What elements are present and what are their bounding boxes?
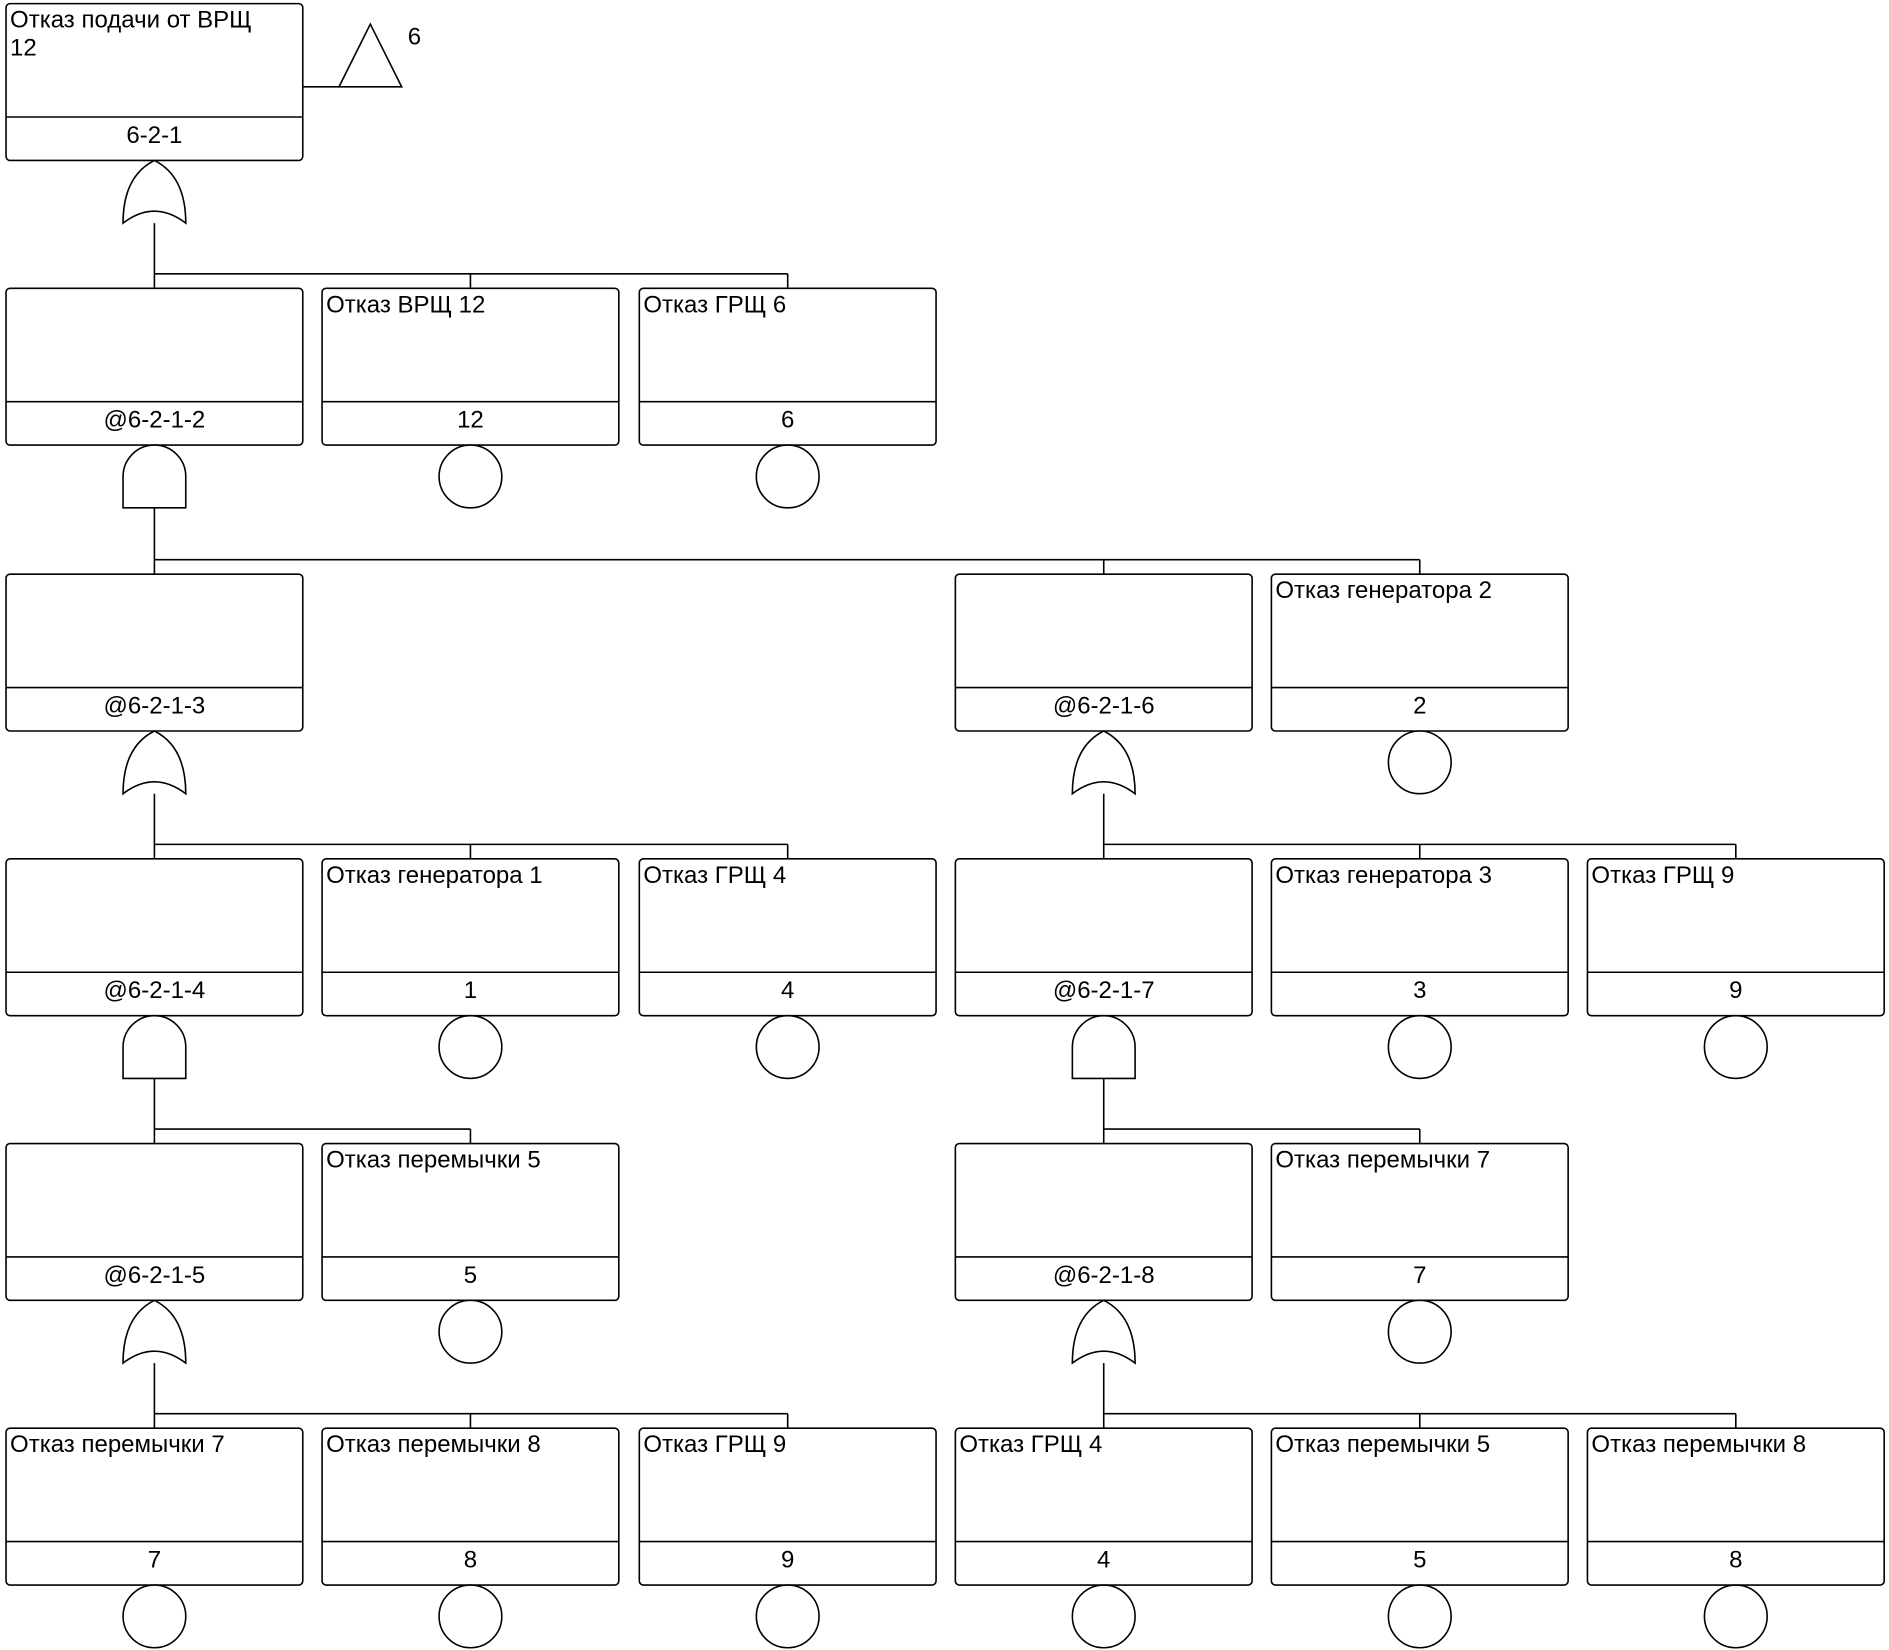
event-label: Отказ генератора 1 bbox=[326, 862, 543, 889]
event-code: 8 bbox=[1729, 1547, 1742, 1574]
connector-g7 bbox=[1102, 1078, 1421, 1144]
event-label: Отказ генератора 2 bbox=[1275, 577, 1492, 604]
basic-event-icon bbox=[755, 444, 820, 509]
event-e3[interactable]: Отказ генератора 3 3 bbox=[1270, 858, 1569, 1080]
basic-event-icon bbox=[1071, 1584, 1136, 1649]
event-e7a[interactable]: Отказ перемычки 7 7 bbox=[1270, 1142, 1569, 1364]
basic-event-icon bbox=[438, 444, 503, 509]
event-code: 4 bbox=[1097, 1547, 1110, 1574]
event-label: Отказ генератора 3 bbox=[1275, 862, 1492, 889]
event-e6a[interactable]: Отказ ГРЩ 6 6 bbox=[638, 287, 937, 509]
event-e7b[interactable]: Отказ перемычки 7 7 bbox=[5, 1427, 304, 1649]
event-code: 3 bbox=[1413, 977, 1426, 1004]
transfer-label: 6 bbox=[408, 24, 421, 51]
event-label: Отказ перемычки 7 bbox=[1275, 1147, 1490, 1174]
event-e8a[interactable]: Отказ перемычки 8 8 bbox=[321, 1427, 620, 1649]
basic-event-icon bbox=[438, 1299, 503, 1364]
event-e8b[interactable]: Отказ перемычки 8 8 bbox=[1586, 1427, 1885, 1649]
event-code: 6 bbox=[781, 407, 794, 434]
connector-g3 bbox=[153, 793, 789, 859]
connector-g8 bbox=[1102, 1363, 1737, 1429]
event-label: Отказ ВРЩ 12 bbox=[326, 291, 485, 318]
event-code: @6-2-1-2 bbox=[104, 407, 206, 434]
basic-event-icon bbox=[755, 1014, 820, 1080]
event-code: 7 bbox=[1413, 1262, 1426, 1289]
event-code: 7 bbox=[148, 1547, 161, 1574]
event-label: Отказ перемычки 8 bbox=[326, 1431, 541, 1458]
event-code: 6-2-1 bbox=[126, 122, 182, 149]
event-code: @6-2-1-8 bbox=[1053, 1262, 1155, 1289]
event-g4[interactable]: @6-2-1-4 bbox=[5, 858, 304, 1080]
and-gate-icon bbox=[1071, 1014, 1136, 1080]
or-gate-icon bbox=[1071, 1299, 1136, 1365]
event-g6[interactable]: @6-2-1-6 bbox=[954, 573, 1253, 796]
event-label: Отказ перемычки 5 bbox=[1275, 1431, 1490, 1458]
basic-event-icon bbox=[438, 1584, 503, 1649]
event-e9a[interactable]: Отказ ГРЩ 9 9 bbox=[1586, 858, 1885, 1080]
event-label: Отказ ГРЩ 9 bbox=[1591, 862, 1734, 889]
event-code: 4 bbox=[781, 977, 794, 1004]
event-code: @6-2-1-7 bbox=[1053, 977, 1155, 1004]
event-label: Отказ ГРЩ 4 bbox=[643, 862, 786, 889]
basic-event-icon bbox=[1387, 730, 1452, 795]
basic-event-icon bbox=[438, 1014, 503, 1080]
event-e5b[interactable]: Отказ перемычки 5 5 bbox=[1270, 1427, 1569, 1649]
event-label: Отказ ГРЩ 9 bbox=[643, 1431, 786, 1458]
connector-g5 bbox=[153, 1363, 789, 1429]
event-code: @6-2-1-4 bbox=[104, 977, 206, 1004]
event-code: 9 bbox=[1729, 977, 1742, 1004]
event-g3[interactable]: @6-2-1-3 bbox=[5, 573, 304, 796]
event-label: Отказ подачи от ВРЩ bbox=[10, 7, 252, 34]
basic-event-icon bbox=[755, 1584, 820, 1649]
connector-top bbox=[153, 223, 789, 289]
and-gate-icon bbox=[122, 1014, 187, 1080]
event-code: 5 bbox=[1413, 1547, 1426, 1574]
event-label: 12 bbox=[10, 35, 37, 62]
and-gate-icon bbox=[122, 444, 187, 509]
or-gate-icon bbox=[122, 1299, 187, 1365]
event-code: 9 bbox=[781, 1547, 794, 1574]
or-gate-icon bbox=[122, 159, 187, 225]
event-e1[interactable]: Отказ генератора 1 1 bbox=[321, 858, 620, 1080]
transfer-triangle-icon bbox=[337, 22, 403, 88]
event-label: Отказ ГРЩ 6 bbox=[643, 291, 786, 318]
connector-g4 bbox=[153, 1078, 472, 1144]
event-e2[interactable]: Отказ генератора 2 2 bbox=[1270, 573, 1569, 795]
event-code: 8 bbox=[464, 1547, 477, 1574]
basic-event-icon bbox=[1387, 1584, 1452, 1649]
event-code: @6-2-1-5 bbox=[104, 1262, 206, 1289]
event-code: 2 bbox=[1413, 693, 1426, 720]
event-code: @6-2-1-6 bbox=[1053, 693, 1155, 720]
basic-event-icon bbox=[1387, 1014, 1452, 1080]
or-gate-icon bbox=[1071, 730, 1136, 796]
event-g2[interactable]: @6-2-1-2 bbox=[5, 287, 304, 509]
event-e4b[interactable]: Отказ ГРЩ 4 4 bbox=[954, 1427, 1253, 1649]
event-label: Отказ ГРЩ 4 bbox=[959, 1431, 1102, 1458]
event-code: 12 bbox=[457, 407, 484, 434]
event-g5[interactable]: @6-2-1-5 bbox=[5, 1142, 304, 1365]
connector-g2 bbox=[153, 507, 1421, 575]
or-gate-icon bbox=[122, 730, 187, 796]
transfer-symbol: 6 bbox=[302, 22, 421, 88]
event-e4a[interactable]: Отказ ГРЩ 4 4 bbox=[638, 858, 937, 1080]
connector-g6 bbox=[1102, 793, 1737, 859]
event-code: 5 bbox=[464, 1262, 477, 1289]
basic-event-icon bbox=[1703, 1584, 1768, 1649]
event-g8[interactable]: @6-2-1-8 bbox=[954, 1142, 1253, 1365]
event-e5a[interactable]: Отказ перемычки 5 5 bbox=[321, 1142, 620, 1364]
event-g7[interactable]: @6-2-1-7 bbox=[954, 858, 1253, 1080]
event-e9b[interactable]: Отказ ГРЩ 9 9 bbox=[638, 1427, 937, 1649]
event-code: 1 bbox=[464, 977, 477, 1004]
event-label: Отказ перемычки 8 bbox=[1591, 1431, 1806, 1458]
basic-event-icon bbox=[1703, 1014, 1768, 1080]
basic-event-icon bbox=[122, 1584, 187, 1649]
event-label: Отказ перемычки 5 bbox=[326, 1147, 541, 1174]
event-e12a[interactable]: Отказ ВРЩ 12 12 bbox=[321, 287, 620, 509]
event-label: Отказ перемычки 7 bbox=[10, 1431, 225, 1458]
event-code: @6-2-1-3 bbox=[104, 693, 206, 720]
basic-event-icon bbox=[1387, 1299, 1452, 1364]
